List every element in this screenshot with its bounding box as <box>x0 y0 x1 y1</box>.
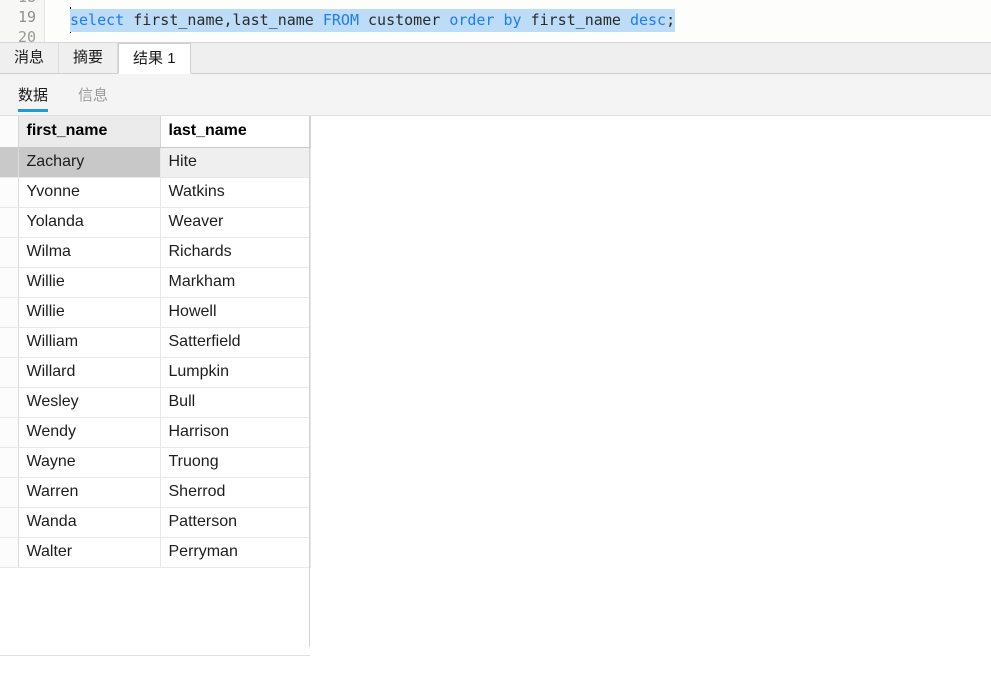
cell-first-name[interactable]: Warren <box>18 477 161 508</box>
cell-last-name[interactable]: Howell <box>160 297 311 328</box>
cell-first-name[interactable]: Willard <box>18 357 161 388</box>
subtab-data[interactable]: 数据 <box>18 78 49 112</box>
row-header-cell[interactable] <box>0 417 19 448</box>
tab-summary[interactable]: 摘要 <box>59 43 119 73</box>
row-header-cell[interactable] <box>0 267 19 298</box>
cell-last-name[interactable]: Patterson <box>160 507 311 538</box>
sql-semicolon: ; <box>666 11 676 29</box>
editor-line-number-gutter: 18 19 20 <box>0 0 45 42</box>
sql-space-1 <box>494 11 503 29</box>
sql-order-column: first_name <box>521 11 630 29</box>
result-subtabbar: 数据 信息 <box>0 74 991 116</box>
result-grid-header: first_name last_name <box>0 116 311 148</box>
cell-last-name[interactable]: Watkins <box>160 177 311 208</box>
row-header-corner[interactable] <box>0 116 19 148</box>
row-header-cell[interactable] <box>0 237 19 268</box>
row-header-cell[interactable] <box>0 447 19 478</box>
header-row: first_name last_name <box>0 116 311 148</box>
line-number-19: 19 <box>17 8 36 26</box>
row-header-cell[interactable] <box>0 387 19 418</box>
sql-keyword-from: FROM <box>322 11 359 29</box>
cell-last-name[interactable]: Perryman <box>160 537 311 568</box>
sql-keyword-by: by <box>503 11 522 29</box>
column-header-first-name[interactable]: first_name <box>18 116 161 148</box>
cell-first-name[interactable]: Zachary <box>18 147 161 178</box>
cell-last-name[interactable]: Harrison <box>160 417 311 448</box>
sql-keyword-desc: desc <box>629 11 667 29</box>
cell-first-name[interactable]: Wayne <box>18 447 161 478</box>
sql-statement-line[interactable]: select first_name,last_name FROM custome… <box>70 8 676 32</box>
row-header-cell[interactable] <box>0 477 19 508</box>
cell-last-name[interactable]: Weaver <box>160 207 311 238</box>
cell-first-name[interactable]: Wilma <box>18 237 161 268</box>
cell-first-name[interactable]: Wanda <box>18 507 161 538</box>
cell-last-name[interactable]: Lumpkin <box>160 357 311 388</box>
row-header-cell[interactable] <box>0 207 19 238</box>
sql-table-name: customer <box>359 11 450 29</box>
row-header-cell[interactable] <box>0 357 19 388</box>
cell-first-name[interactable]: Wendy <box>18 417 161 448</box>
row-header-cell[interactable] <box>0 297 19 328</box>
tab-messages[interactable]: 消息 <box>0 43 60 73</box>
cell-last-name[interactable]: Bull <box>160 387 311 418</box>
row-header-cell[interactable] <box>0 507 19 538</box>
cell-first-name[interactable]: Willie <box>18 297 161 328</box>
result-panel-tabbar: 消息 摘要 结果 1 <box>0 43 991 74</box>
grid-bottom-border <box>0 647 310 656</box>
tab-result-1[interactable]: 结果 1 <box>118 43 191 74</box>
column-header-last-name[interactable]: last_name <box>160 116 311 148</box>
line-number-18: 18 <box>0 0 36 7</box>
sql-keyword-order: order <box>449 11 495 29</box>
cell-first-name[interactable]: Yvonne <box>18 177 161 208</box>
cell-first-name[interactable]: Yolanda <box>18 207 161 238</box>
sql-editor[interactable]: 18 19 20 select first_name,last_name FRO… <box>0 0 991 43</box>
row-header-cell[interactable] <box>0 537 19 568</box>
cell-last-name[interactable]: Sherrod <box>160 477 311 508</box>
line-number-20: 20 <box>17 28 36 43</box>
cell-first-name[interactable]: Willie <box>18 267 161 298</box>
row-header-cell[interactable] <box>0 177 19 208</box>
sql-keyword-select: select <box>70 11 125 29</box>
cell-last-name[interactable]: Hite <box>160 147 311 178</box>
cell-last-name[interactable]: Markham <box>160 267 311 298</box>
sql-column-list: first_name,last_name <box>124 11 323 29</box>
row-header-cell[interactable] <box>0 147 19 178</box>
cell-last-name[interactable]: Satterfield <box>160 327 311 358</box>
cell-last-name[interactable]: Truong <box>160 447 311 478</box>
row-header-cell[interactable] <box>0 327 19 358</box>
grid-right-border <box>309 116 310 647</box>
cell-first-name[interactable]: Walter <box>18 537 161 568</box>
cell-first-name[interactable]: Wesley <box>18 387 161 418</box>
cell-first-name[interactable]: William <box>18 327 161 358</box>
cell-last-name[interactable]: Richards <box>160 237 311 268</box>
subtab-info[interactable]: 信息 <box>78 86 109 104</box>
